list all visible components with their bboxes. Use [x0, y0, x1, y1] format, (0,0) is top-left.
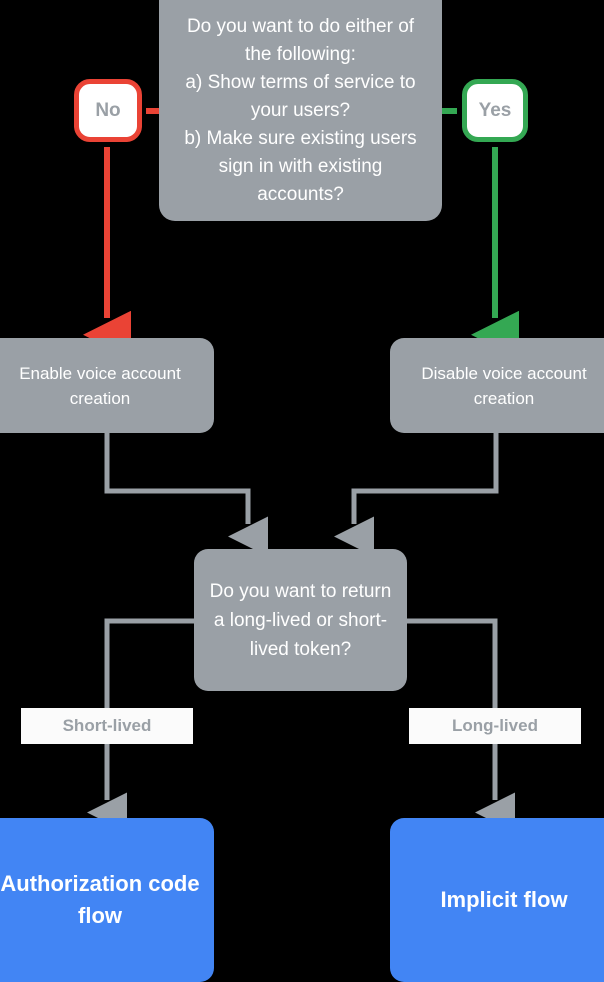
answer-node-yes[interactable]: Yes [462, 79, 528, 142]
process-node-disable-voice-account-creation[interactable]: Disable voice account creation [390, 338, 604, 433]
edge-disable-to-token [334, 433, 499, 557]
edge-label-short-lived[interactable]: Short-lived [21, 708, 193, 744]
decision-node-token-lifetime[interactable]: Do you want to return a long-lived or sh… [194, 549, 407, 691]
terminal-node-implicit-flow[interactable]: Implicit flow [390, 818, 604, 982]
edge-enable-to-token [104, 433, 268, 557]
process-node-enable-voice-account-creation[interactable]: Enable voice account creation [0, 338, 214, 433]
answer-node-no[interactable]: No [74, 79, 142, 142]
edge-token-to-short [104, 618, 194, 708]
terminal-node-authorization-code-flow[interactable]: Authorization code flow [0, 818, 214, 982]
edge-token-to-long [407, 618, 498, 708]
decision-node-terms-or-existing-accounts[interactable]: Do you want to do either of the followin… [159, 0, 442, 221]
edge-label-long-lived[interactable]: Long-lived [409, 708, 581, 744]
